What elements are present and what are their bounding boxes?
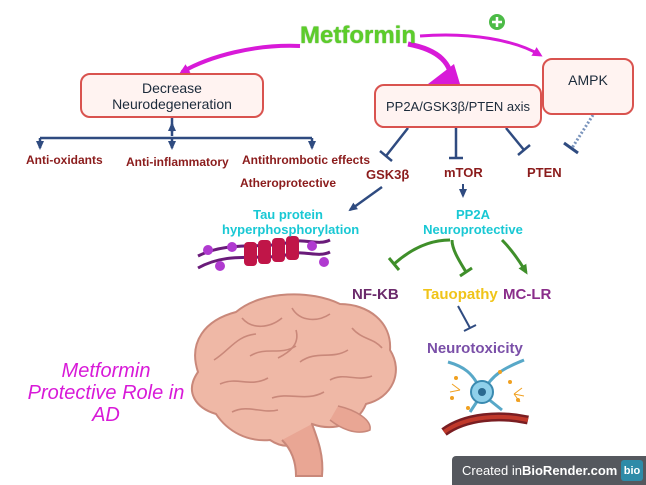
pp2a-branches xyxy=(387,238,528,278)
tauopathy-label: Tauopathy xyxy=(423,286,498,303)
antithrombotic-label: Antithrombotic effects xyxy=(242,153,371,167)
arrowhead-axis xyxy=(428,64,460,84)
ampk-label: AMPK xyxy=(568,72,608,88)
diagram-title: Metformin xyxy=(300,22,416,49)
diagram-caption: Metformin Protective Role in AD xyxy=(27,360,185,426)
pten-label: PTEN xyxy=(527,165,562,180)
mclr-label: MC-LR xyxy=(503,286,552,303)
ampk-inhibition xyxy=(563,114,595,155)
axis-box: PP2A/GSK3β/PTEN axis xyxy=(374,84,542,128)
mtor-label: mTOR xyxy=(444,165,483,180)
antiinflammatory-label: Anti-inflammatory xyxy=(126,155,229,169)
ampk-box: AMPK xyxy=(542,58,634,115)
antioxidants-label: Anti-oxidants xyxy=(26,153,103,167)
atheroprotective-label: Atheroprotective xyxy=(240,176,337,190)
pp2a-label: PP2A Neuroprotective xyxy=(423,207,523,237)
arrow-tauopathy-neurotoxicity xyxy=(457,305,477,332)
tau-protein-label: Tau protein hyperphosphorylation xyxy=(222,207,360,237)
decrease-neurodegeneration-label: Decrease Neurodegeneration xyxy=(112,79,232,112)
decrease-neurodegeneration-box: Decrease Neurodegeneration xyxy=(80,73,264,118)
badge-prefix: Created in xyxy=(462,463,522,478)
arrow-metformin-ampk xyxy=(419,33,543,57)
gsk3b-label: GSK3β xyxy=(366,167,410,182)
nfkb-label: NF-KB xyxy=(352,286,399,303)
arrow-metformin-decrease xyxy=(179,43,301,74)
biorender-badge[interactable]: Created in BioRender.com bio xyxy=(452,456,646,485)
neurotoxicity-label: Neurotoxicity xyxy=(427,340,523,357)
axis-inhibitions xyxy=(379,127,531,162)
brain-icon xyxy=(191,293,397,477)
arrow-gsk3b-tau xyxy=(348,185,383,212)
axis-label: PP2A/GSK3β/PTEN axis xyxy=(385,98,531,114)
biorender-logo-icon: bio xyxy=(621,460,643,481)
tau-protein-icon xyxy=(197,236,331,271)
badge-brand: BioRender.com xyxy=(521,463,618,478)
neuron-icon xyxy=(441,358,529,436)
plus-icon xyxy=(489,14,505,30)
decrease-branch xyxy=(36,118,316,150)
